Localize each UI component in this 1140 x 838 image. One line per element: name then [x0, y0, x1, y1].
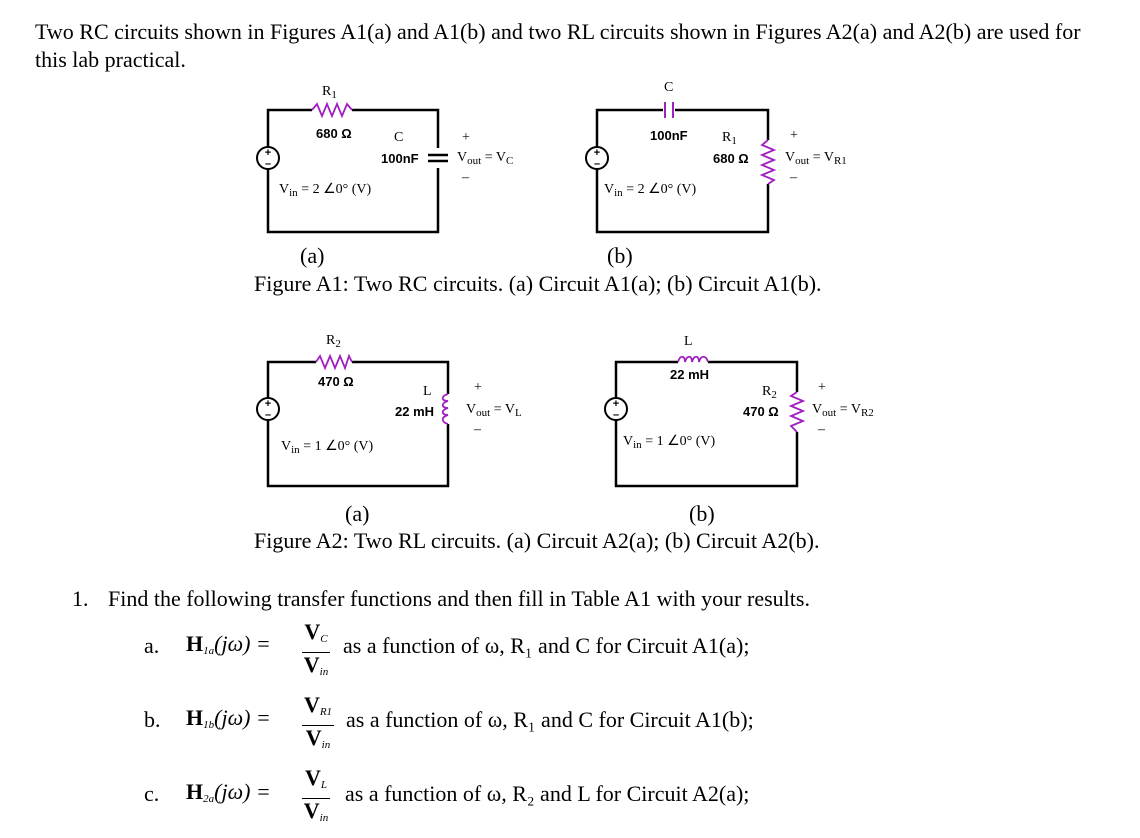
- voltage-source-a2b: [604, 397, 628, 421]
- circuit-a2b-wires: [614, 360, 799, 488]
- circuit-a1b-wires: [595, 108, 770, 234]
- vout-minus-a2a: –: [474, 422, 481, 437]
- l-value-a2a: 22 mH: [395, 404, 435, 419]
- voltage-source-a2a: [256, 397, 280, 421]
- source-plus-a2b: +: [613, 398, 619, 410]
- fig-a2-caption: Figure A2: Two RL circuits. (a) Circuit …: [254, 528, 820, 553]
- c-name-a1a: C: [394, 130, 404, 145]
- r2-name-a2a: R2: [326, 333, 341, 350]
- question-text: Find the following transfer functions an…: [108, 586, 810, 611]
- fraction-h1b: VR1 Vin: [302, 692, 334, 751]
- fig-a2-sublabel-a: (a): [345, 501, 370, 526]
- vout-minus-a2b: –: [818, 422, 825, 437]
- r1-value-a1b: 680 Ω: [713, 151, 749, 166]
- item-letter-b: b.: [144, 707, 161, 732]
- fig-a1-caption: Figure A1: Two RC circuits. (a) Circuit …: [254, 271, 822, 296]
- resistor-r1-a1a: [311, 101, 353, 119]
- vout-label-a1a: Vout = VC: [457, 150, 514, 167]
- source-minus-a1b: –: [594, 158, 600, 170]
- source-minus-a2a: –: [265, 409, 271, 421]
- r2-value-a2b: 470 Ω: [743, 404, 779, 419]
- question-number: 1.: [72, 586, 89, 611]
- vout-label-a2a: Vout = VL: [466, 402, 522, 419]
- source-plus-a2a: +: [265, 398, 271, 410]
- fig-a1-sublabel-a: (a): [300, 243, 325, 268]
- source-plus-a1b: +: [594, 147, 600, 159]
- vout-minus-a1a: –: [462, 170, 469, 185]
- vout-label-a2b: Vout = VR2: [812, 402, 874, 419]
- voltage-source-a1a: [256, 146, 280, 170]
- source-minus-a2b: –: [613, 409, 619, 421]
- fraction-h1a: VC Vin: [302, 619, 330, 678]
- l-name-a2b: L: [684, 334, 693, 349]
- r2-value-a2a: 470 Ω: [318, 374, 354, 389]
- l-name-a2a: L: [423, 384, 432, 399]
- vout-plus-a2a: +: [474, 380, 482, 395]
- fig-a2-sublabel-b: (b): [689, 501, 715, 526]
- r1-name-a1b: R1: [722, 130, 737, 147]
- circuit-a1a-wires: [266, 108, 440, 234]
- item-letter-a: a.: [144, 633, 160, 658]
- vout-minus-a1b: –: [790, 170, 797, 185]
- vin-label-a1a: Vin = 2 ∠0° (V): [279, 182, 372, 199]
- vout-plus-a1a: +: [462, 130, 470, 145]
- item-desc-a: as a function of ω, R₁ and C for Circuit…: [343, 633, 750, 658]
- vin-label-a2a: Vin = 1 ∠0° (V): [281, 439, 374, 456]
- resistor-r2-a2a: [315, 353, 353, 371]
- vin-label-a2b: Vin = 1 ∠0° (V): [623, 434, 716, 451]
- fig-a1-sublabel-b: (b): [607, 243, 633, 268]
- transfer-function-h1a: H1a(jω) =: [186, 631, 271, 657]
- item-desc-c: as a function of ω, R₂ and L for Circuit…: [345, 781, 750, 806]
- vin-label-a1b: Vin = 2 ∠0° (V): [604, 182, 697, 199]
- vout-label-a1b: Vout = VR1: [785, 150, 847, 167]
- inductor-l-a2a: [441, 393, 449, 425]
- r1-name-a1a: R1: [322, 84, 337, 101]
- c-name-a1b: C: [664, 80, 674, 95]
- l-value-a2b: 22 mH: [670, 367, 710, 382]
- r2-name-a2b: R2: [762, 384, 777, 401]
- source-minus-a1a: –: [265, 158, 271, 170]
- resistor-r1-a1b: [759, 139, 777, 185]
- fraction-h2a: VL Vin: [302, 765, 330, 824]
- resistor-r2-a2b: [788, 391, 806, 433]
- capacitor-c-a1a: [428, 153, 448, 163]
- r1-value-a1a: 680 Ω: [316, 126, 352, 141]
- capacitor-c-a1b: [664, 102, 674, 118]
- source-plus-a1a: +: [265, 147, 271, 159]
- item-letter-c: c.: [144, 781, 160, 806]
- transfer-function-h2a: H2a(jω) =: [186, 779, 271, 805]
- inductor-l-a2b: [677, 355, 709, 363]
- voltage-source-a1b: [585, 146, 609, 170]
- circuit-a2a-wires: [266, 360, 450, 488]
- item-desc-b: as a function of ω, R₁ and C for Circuit…: [346, 707, 754, 732]
- transfer-function-h1b: H1b(jω) =: [186, 705, 271, 731]
- intro-paragraph: Two RC circuits shown in Figures A1(a) a…: [35, 19, 1081, 72]
- vout-plus-a2b: +: [818, 380, 826, 395]
- c-value-a1a: 100nF: [381, 151, 419, 166]
- vout-plus-a1b: +: [790, 128, 798, 143]
- c-value-a1b: 100nF: [650, 128, 688, 143]
- question-1: 1. Find the following transfer functions…: [72, 586, 810, 612]
